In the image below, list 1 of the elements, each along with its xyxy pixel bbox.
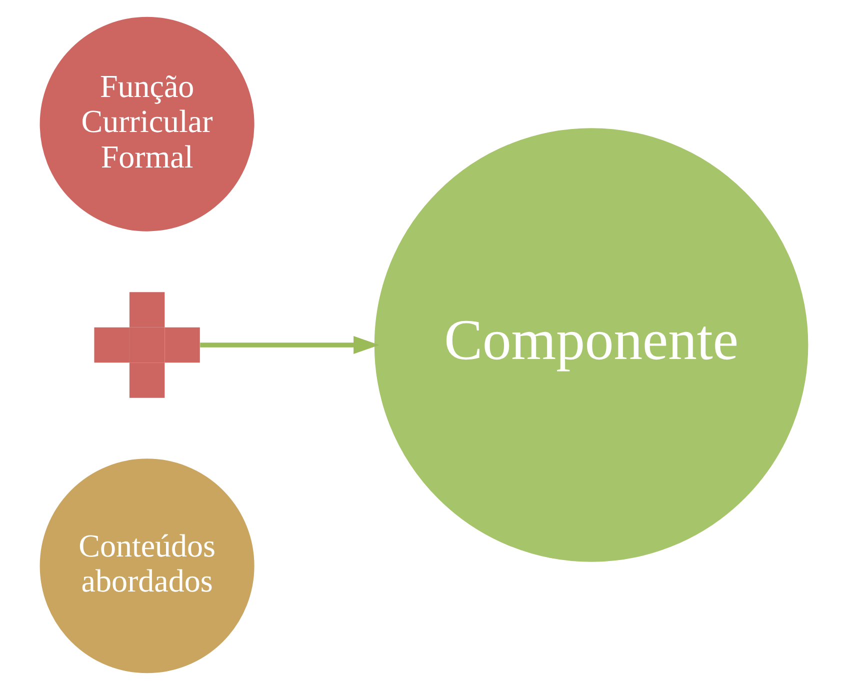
- arrow: [200, 336, 380, 354]
